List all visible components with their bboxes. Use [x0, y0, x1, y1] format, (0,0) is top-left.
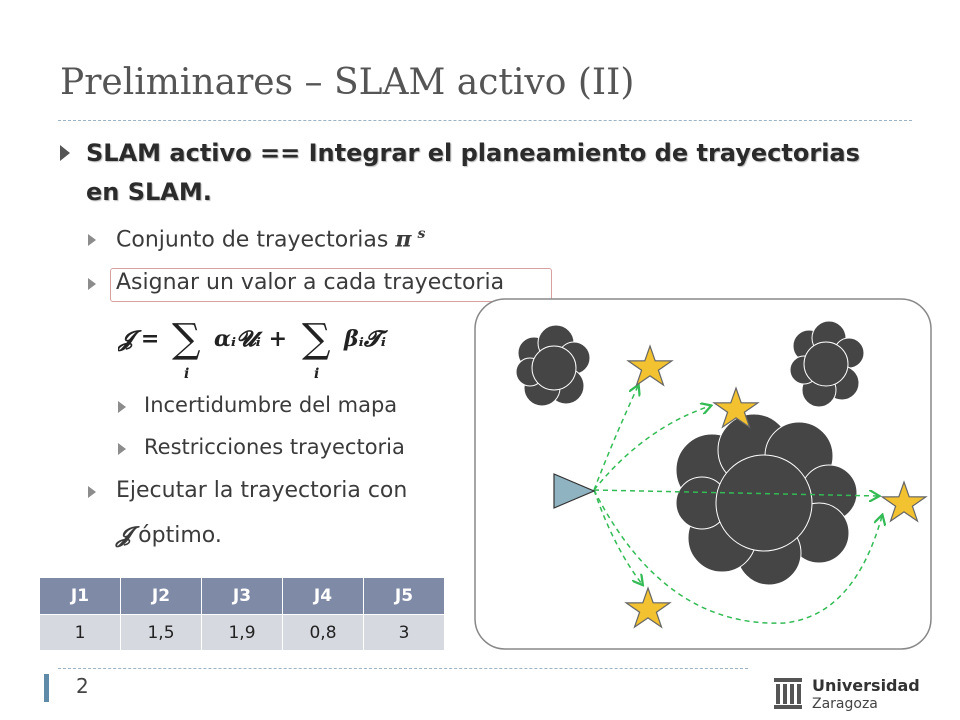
table-header-row: J1 J2 J3 J4 J5 — [40, 578, 445, 615]
formula-sum-1: ∑ — [172, 316, 201, 362]
university-building-icon — [774, 678, 802, 709]
pi-superscript: s — [417, 226, 426, 242]
title-divider — [58, 120, 912, 121]
path-to-goal-3 — [593, 489, 878, 496]
path-to-goal-4 — [593, 489, 642, 584]
path-to-goal-2 — [593, 406, 710, 491]
cost-table: J1 J2 J3 J4 J5 1 1,5 1,9 0,8 3 — [40, 578, 445, 650]
bullet-execute-line2-text: óptimo. — [131, 523, 222, 548]
candidate-paths — [593, 386, 882, 624]
trajectory-diagram — [474, 298, 932, 650]
goal-stars — [624, 344, 928, 629]
bullet-assign-value: Asignar un valor a cada trayectoria — [116, 270, 505, 295]
logo-university-name: Universidad — [812, 676, 920, 695]
bullet-arrow-icon — [118, 401, 126, 413]
page-number: 2 — [76, 674, 89, 698]
robot-triangle-icon — [553, 473, 596, 509]
table-cell: 1,9 — [201, 614, 283, 650]
bullet-arrow-icon — [118, 443, 126, 455]
table-header-cell: J5 — [363, 578, 445, 615]
j-symbol: 𝓙 — [116, 522, 132, 548]
formula-term-2: βᵢ𝓣ᵢ — [343, 326, 389, 352]
table-cell: 3 — [363, 614, 445, 650]
table-cell: 0,8 — [282, 614, 364, 650]
bullet-execute-line1: Ejecutar la trayectoria con — [116, 478, 408, 503]
bullet-trajectory-set-text: Conjunto de trayectorias — [116, 227, 396, 253]
highlight-box — [110, 268, 552, 302]
table-cell: 1 — [40, 614, 121, 650]
table-header-cell: J4 — [282, 578, 364, 615]
bullet-arrow-icon — [88, 234, 96, 246]
formula-sum-2: ∑ — [302, 316, 331, 362]
goal-star-icon — [880, 480, 928, 523]
footer-divider — [58, 668, 748, 669]
cost-formula: 𝓙 = ∑ i αᵢ𝓤ᵢ + ∑ i βᵢ𝓣ᵢ — [118, 316, 389, 382]
bullet-main-line1: SLAM activo == Integrar el planeamiento … — [86, 139, 860, 167]
bullet-arrow-icon — [88, 278, 96, 290]
goal-star-icon — [624, 586, 672, 629]
university-logo: Universidad Zaragoza — [772, 674, 920, 716]
path-to-goal-5 — [593, 489, 882, 624]
formula-index-2: i — [314, 366, 319, 382]
obstacle-cloud-large — [675, 413, 858, 586]
table-header-cell: J2 — [120, 578, 202, 615]
formula-index-1: i — [184, 366, 189, 382]
path-to-goal-1 — [593, 386, 638, 491]
goal-star-icon — [626, 344, 674, 387]
slide-title: Preliminares – SLAM activo (II) — [60, 62, 635, 103]
table-header-cell: J1 — [40, 578, 121, 615]
formula-lhs: 𝓙 = — [118, 326, 159, 352]
table-header-cell: J3 — [201, 578, 283, 615]
bullet-trajectory-constraints: Restricciones trayectoria — [144, 435, 405, 459]
formula-term-1: αᵢ𝓤ᵢ + — [214, 326, 287, 352]
bullet-map-uncertainty: Incertidumbre del mapa — [144, 393, 398, 417]
obstacle-cloud-small-left — [515, 324, 591, 407]
bullet-main-line2: en SLAM. — [86, 178, 212, 206]
logo-city-name: Zaragoza — [812, 696, 878, 712]
table-row: 1 1,5 1,9 0,8 3 — [40, 614, 445, 650]
table-cell: 1,5 — [120, 614, 202, 650]
obstacle-cloud-small-right — [789, 320, 865, 408]
bullet-arrow-icon — [60, 145, 70, 161]
pi-symbol: π — [395, 226, 412, 253]
goal-star-icon — [712, 386, 760, 429]
footer-accent-bar — [44, 674, 49, 702]
bullet-arrow-icon — [88, 486, 96, 498]
bullet-execute-line2: 𝓙 óptimo. — [116, 522, 222, 548]
